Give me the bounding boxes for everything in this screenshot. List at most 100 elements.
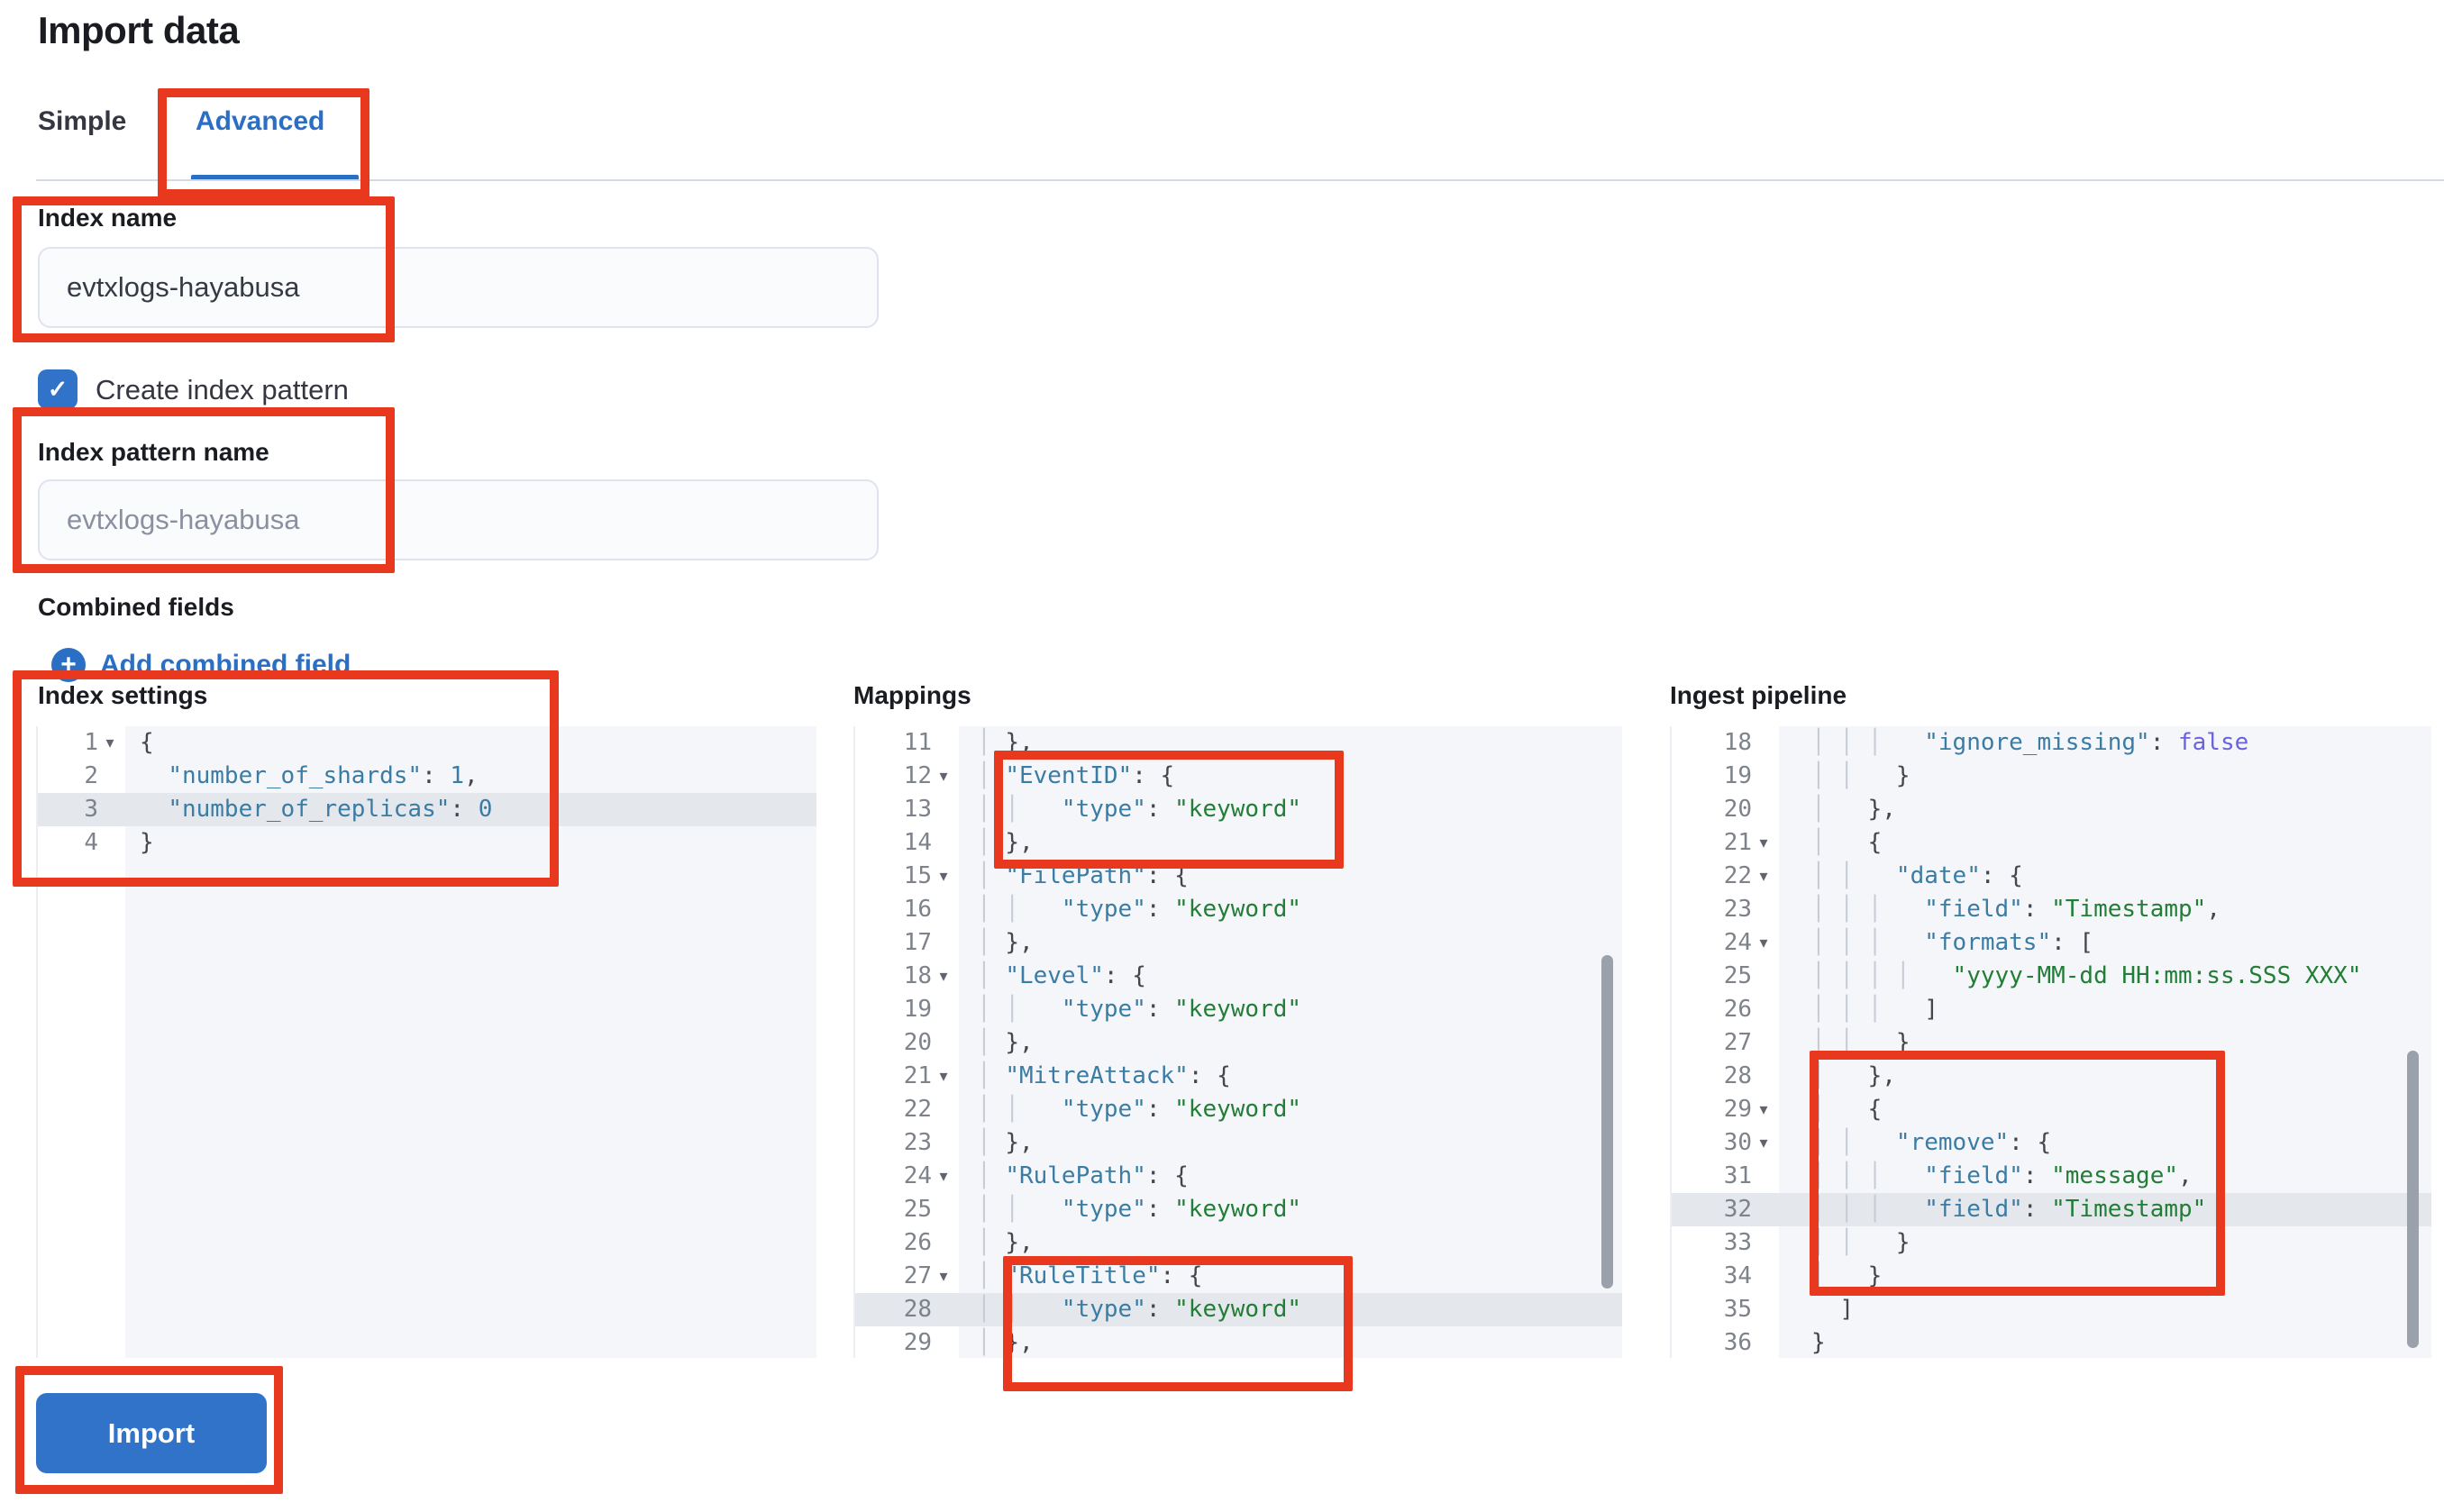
- fold-caret-icon[interactable]: ▾: [939, 867, 948, 885]
- tab-simple[interactable]: Simple: [38, 106, 127, 136]
- line-number: 23: [903, 1129, 932, 1156]
- fold-caret-placeholder: [932, 993, 955, 1026]
- fold-caret-icon[interactable]: ▾: [1759, 934, 1768, 952]
- line-number: 24: [903, 1162, 932, 1189]
- fold-caret-icon[interactable]: ▾: [105, 733, 114, 751]
- code-line: 22│ │ "type": "keyword": [855, 1093, 1622, 1126]
- code-line: 30▾│ │ "remove": {: [1672, 1126, 2431, 1160]
- line-number: 4: [84, 829, 98, 856]
- index-name-input[interactable]: evtxlogs-hayabusa: [38, 247, 879, 328]
- line-number: 26: [1723, 996, 1752, 1023]
- fold-caret-placeholder: [932, 1126, 955, 1160]
- ingest-pipeline-scrollbar[interactable]: [2407, 1051, 2419, 1348]
- code-line: 23│ },: [855, 1126, 1622, 1160]
- line-number: 14: [903, 829, 932, 856]
- editor-gutter: [1672, 726, 1779, 1358]
- line-number: 18: [1723, 729, 1752, 756]
- fold-caret-placeholder: [1752, 1260, 1775, 1293]
- annotation-box-index-name: [13, 196, 395, 342]
- line-number: 28: [1723, 1062, 1752, 1089]
- code-line: 20│ },: [855, 1026, 1622, 1060]
- line-number: 13: [903, 796, 932, 823]
- fold-caret-icon[interactable]: ▾: [1759, 833, 1768, 852]
- line-number: 1: [84, 729, 98, 756]
- fold-caret-placeholder: [1752, 793, 1775, 826]
- code-line: 21▾│ {: [1672, 826, 2431, 860]
- annotation-box-index-settings: [13, 670, 559, 887]
- line-number: 28: [903, 1296, 932, 1323]
- code-line: 24▾│ │ │ "formats": [: [1672, 926, 2431, 960]
- line-number: 30: [1723, 1129, 1752, 1156]
- code-line: 13│ │ "type": "keyword": [855, 793, 1622, 826]
- line-number: 36: [1723, 1329, 1752, 1356]
- line-number: 12: [903, 762, 932, 789]
- fold-caret-placeholder: [932, 1226, 955, 1260]
- code-line: 21▾│ "MitreAttack": {: [855, 1060, 1622, 1093]
- fold-caret-placeholder: [1752, 1226, 1775, 1260]
- fold-caret-icon[interactable]: ▾: [1759, 1100, 1768, 1118]
- code-line: 19│ │ }: [1672, 760, 2431, 793]
- mappings-scrollbar[interactable]: [1601, 955, 1613, 1289]
- line-number: 21: [903, 1062, 932, 1089]
- line-number: 35: [1723, 1296, 1752, 1323]
- line-number: 20: [1723, 796, 1752, 823]
- line-number: 33: [1723, 1229, 1752, 1256]
- editor-gutter: [38, 726, 125, 1358]
- fold-caret-icon[interactable]: ▾: [939, 767, 948, 785]
- line-number: 17: [903, 929, 932, 956]
- line-number: 16: [903, 896, 932, 923]
- mappings-editor[interactable]: 11│ },12▾│ "EventID": {13│ │ "type": "ke…: [853, 726, 1622, 1358]
- code-line: 24▾│ "RulePath": {: [855, 1160, 1622, 1193]
- import-button[interactable]: Import: [36, 1393, 267, 1473]
- code-line: 26│ │ │ ]: [1672, 993, 2431, 1026]
- code-line: 27│ │ }: [1672, 1026, 2431, 1060]
- code-line: 1▾{: [38, 726, 816, 760]
- line-number: 34: [1723, 1262, 1752, 1289]
- line-number: 29: [1723, 1096, 1752, 1123]
- fold-caret-placeholder: [1752, 1326, 1775, 1360]
- index-pattern-name-input[interactable]: evtxlogs-hayabusa: [38, 479, 879, 560]
- line-number: 19: [903, 996, 932, 1023]
- create-index-pattern-checkbox[interactable]: ✓: [38, 369, 78, 409]
- fold-caret-icon[interactable]: ▾: [939, 1267, 948, 1285]
- line-number: 24: [1723, 929, 1752, 956]
- fold-caret-placeholder: [1752, 993, 1775, 1026]
- code-line: 14│ },: [855, 826, 1622, 860]
- code-line: 2 "number_of_shards": 1,: [38, 760, 816, 793]
- code-line: 36}: [1672, 1326, 2431, 1360]
- mappings-label: Mappings: [853, 681, 971, 709]
- line-number: 23: [1723, 896, 1752, 923]
- fold-caret-placeholder: [1752, 893, 1775, 926]
- fold-caret-icon[interactable]: ▾: [1759, 867, 1768, 885]
- fold-caret-placeholder: [1752, 1060, 1775, 1093]
- code-line: 23│ │ │ "field": "Timestamp",: [1672, 893, 2431, 926]
- code-line: 12▾│ "EventID": {: [855, 760, 1622, 793]
- fold-caret-icon[interactable]: ▾: [939, 1167, 948, 1185]
- code-line: 25│ │ "type": "keyword": [855, 1193, 1622, 1226]
- tab-advanced[interactable]: Advanced: [196, 106, 325, 136]
- line-number: 21: [1723, 829, 1752, 856]
- checkmark-icon: ✓: [47, 375, 68, 403]
- line-number: 25: [903, 1196, 932, 1223]
- index-settings-label: Index settings: [38, 681, 208, 709]
- active-tab-underline: [191, 175, 359, 181]
- fold-caret-icon[interactable]: ▾: [939, 1067, 948, 1085]
- fold-caret-placeholder: [932, 826, 955, 860]
- annotation-box-advanced-tab: [158, 88, 369, 198]
- line-number: 22: [903, 1096, 932, 1123]
- fold-caret-icon[interactable]: ▾: [1759, 1134, 1768, 1152]
- code-line: 26│ },: [855, 1226, 1622, 1260]
- code-line: 31│ │ │ "field": "message",: [1672, 1160, 2431, 1193]
- code-line: 3 "number_of_replicas": 0: [38, 793, 816, 826]
- index-pattern-name-label: Index pattern name: [38, 438, 269, 466]
- code-line: 18▾│ "Level": {: [855, 960, 1622, 993]
- line-number: 18: [903, 962, 932, 989]
- fold-caret-placeholder: [932, 1026, 955, 1060]
- fold-caret-placeholder: [1752, 1193, 1775, 1226]
- line-number: 25: [1723, 962, 1752, 989]
- index-settings-editor[interactable]: 1▾{2 "number_of_shards": 1,3 "number_of_…: [36, 726, 816, 1358]
- fold-caret-icon[interactable]: ▾: [939, 967, 948, 985]
- line-number: 29: [903, 1329, 932, 1356]
